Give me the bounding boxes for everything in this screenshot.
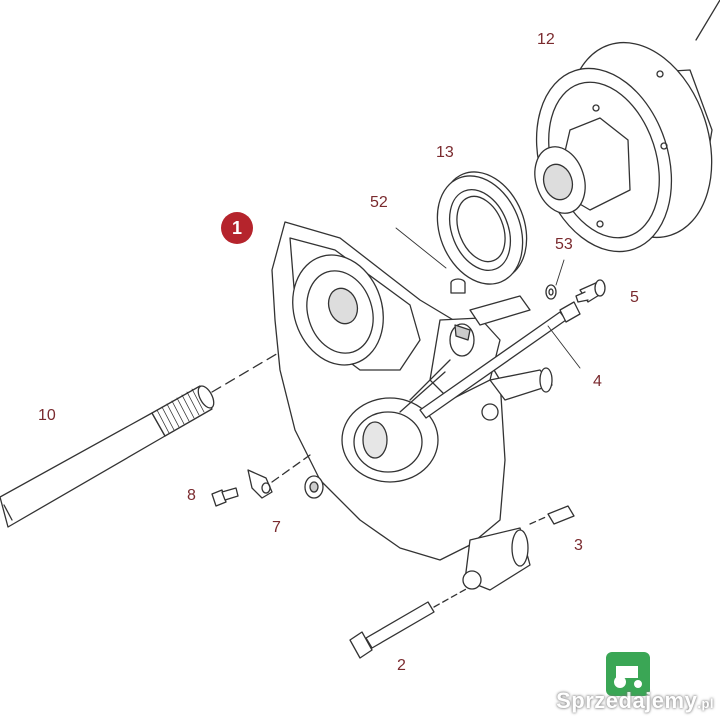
callout-flywheel: 12 <box>537 31 555 48</box>
callout-clip: 7 <box>272 519 281 536</box>
bolt-part-8 <box>211 487 239 507</box>
rod-part <box>419 301 581 419</box>
long-bolt-part <box>349 587 469 659</box>
gear-case-cover <box>271 221 553 591</box>
screw-part-52 <box>395 227 466 294</box>
part-number-badge: 1 <box>221 212 253 244</box>
callout-fitting: 5 <box>630 289 639 306</box>
callout-pin: 3 <box>574 537 583 554</box>
shaft-part <box>0 351 281 528</box>
callout-bolt-8: 8 <box>187 487 196 504</box>
washer-part <box>545 259 565 300</box>
flywheel-part <box>534 0 720 253</box>
callout-long-bolt: 2 <box>397 657 406 674</box>
fitting-part <box>575 279 606 303</box>
oil-seal-part <box>436 171 528 285</box>
watermark-text: Sprzedajemy.pl <box>556 688 714 713</box>
clip-part <box>247 454 311 499</box>
callout-oil-seal: 13 <box>436 144 454 161</box>
callout-rod: 4 <box>593 373 602 390</box>
callout-screw-52: 52 <box>370 194 388 211</box>
callout-washer: 53 <box>555 236 573 253</box>
watermark-logo-icon <box>606 652 650 696</box>
callout-shaft: 10 <box>38 407 56 424</box>
watermark: Sprzedajemy.pl <box>556 688 714 714</box>
pin-part <box>529 505 575 525</box>
